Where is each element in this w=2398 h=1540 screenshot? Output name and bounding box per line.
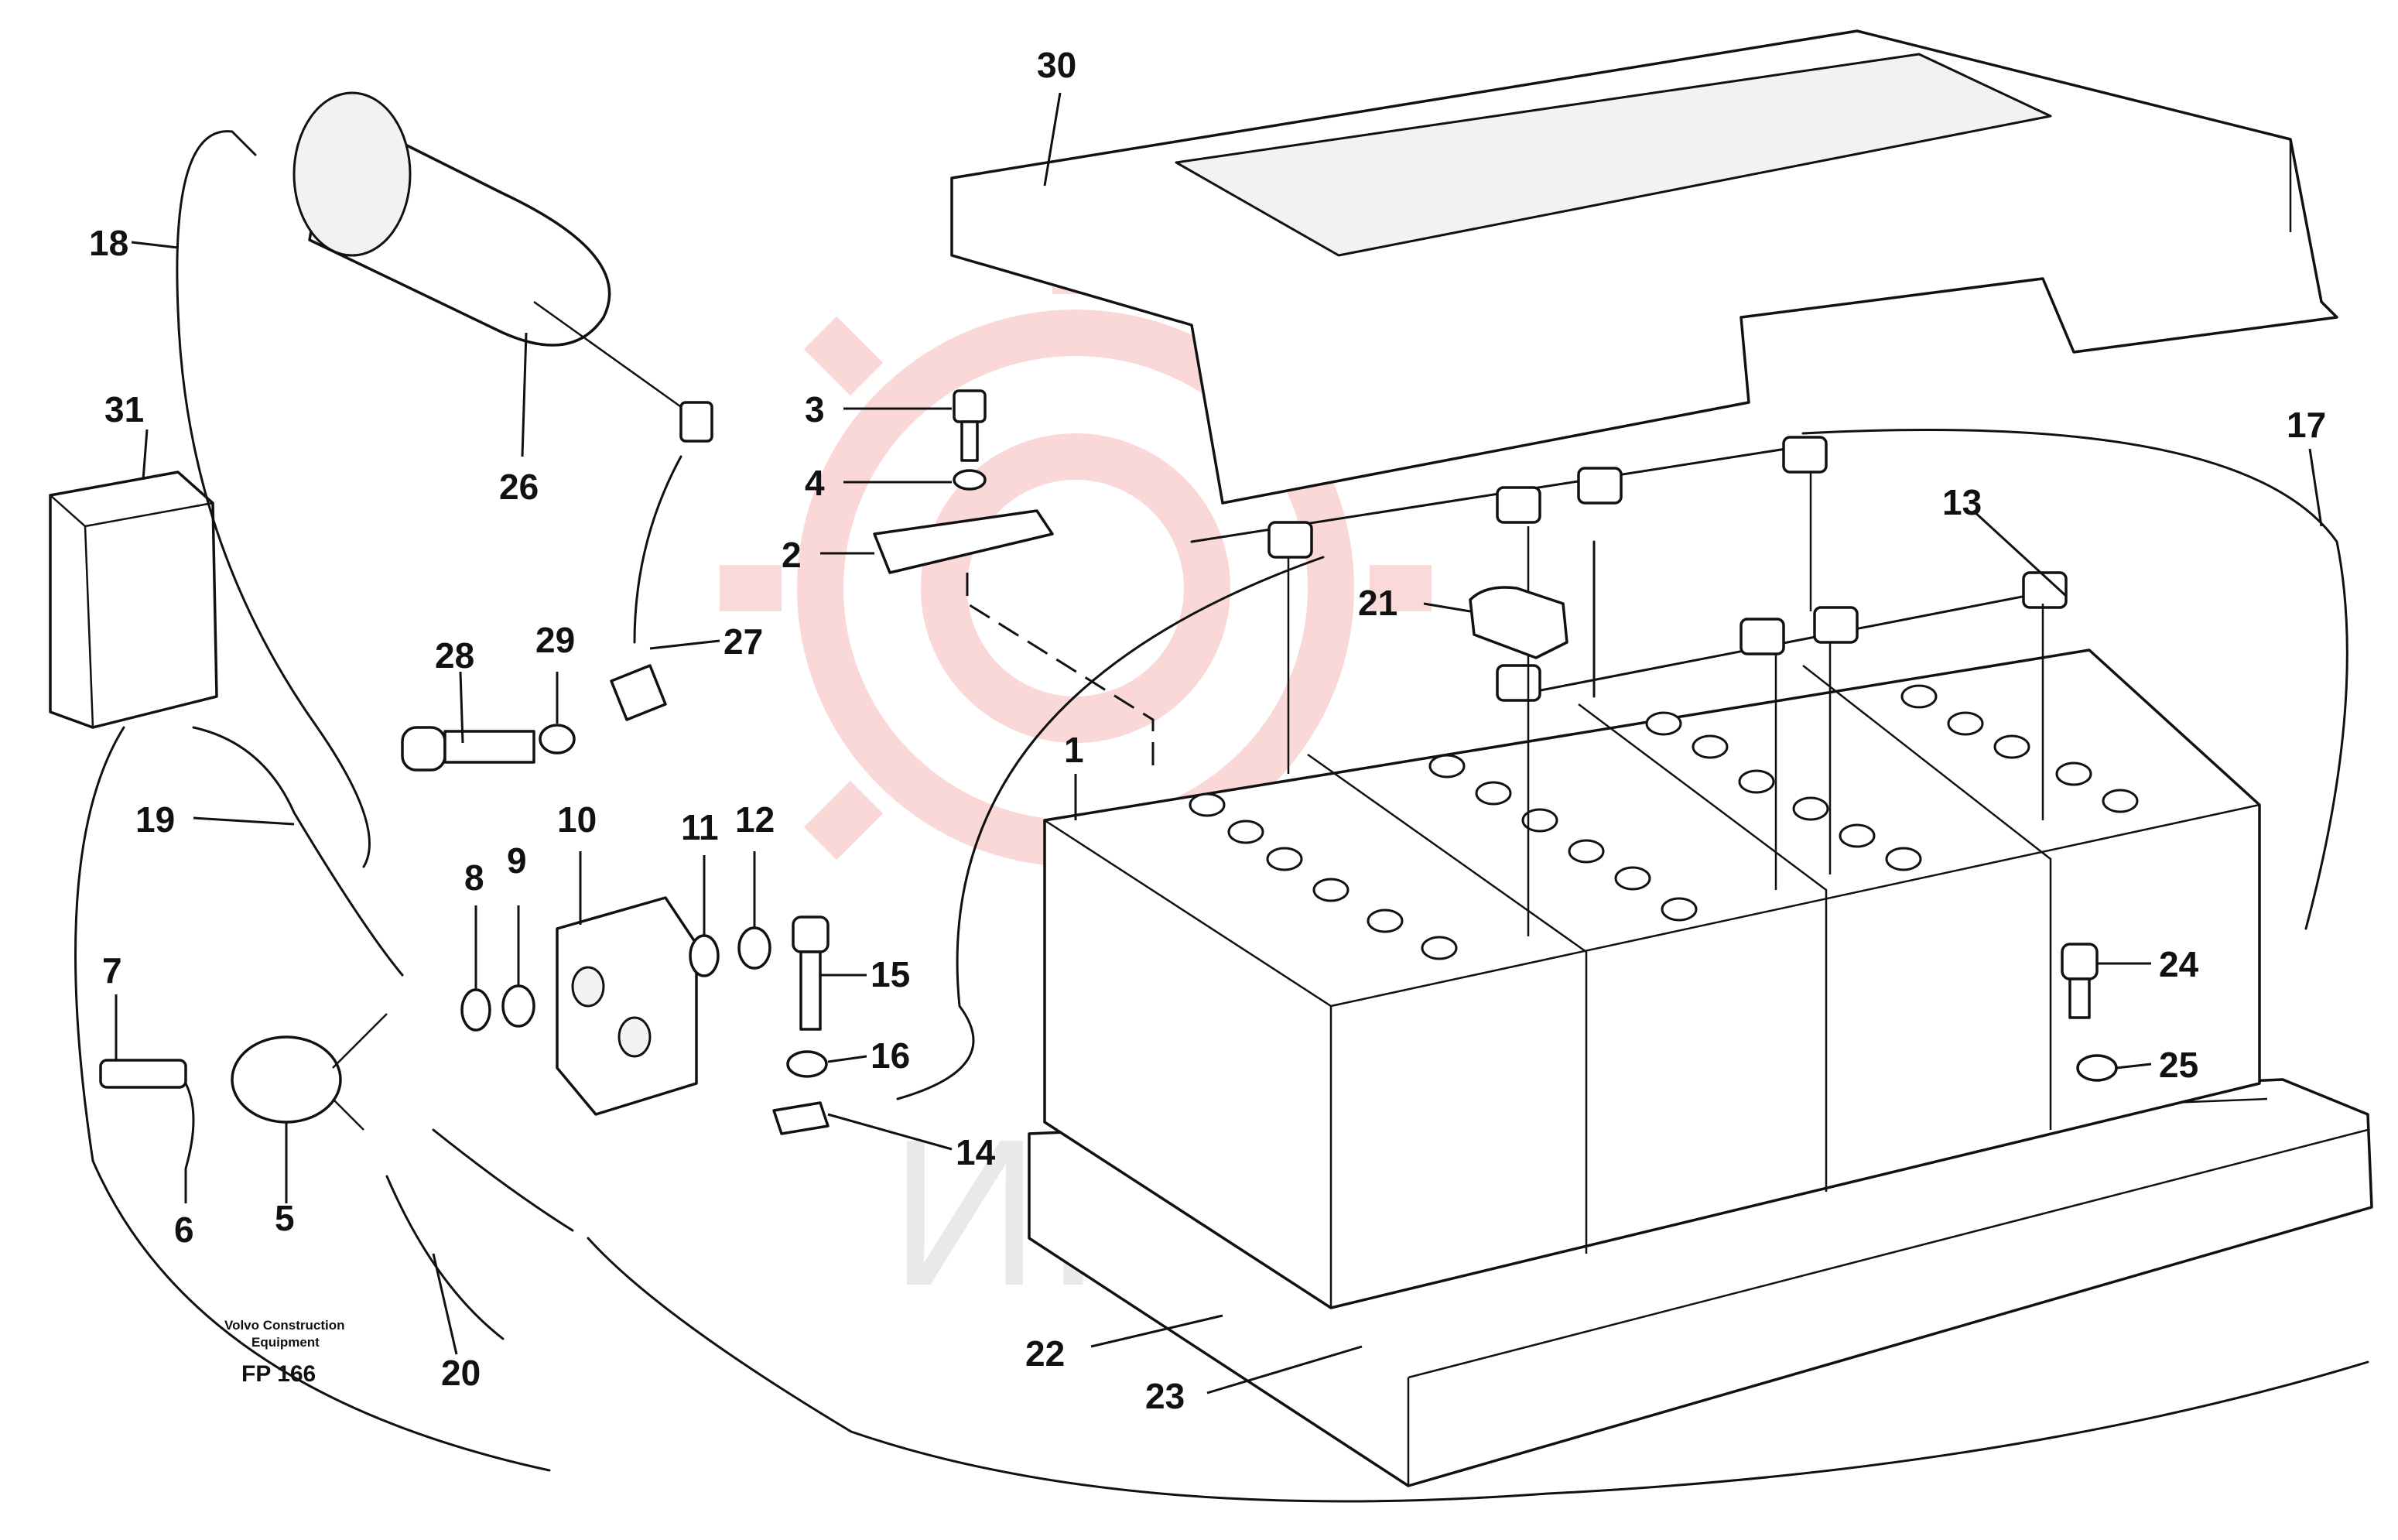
callout-13: 13 (1942, 482, 1982, 522)
callout-11: 11 (681, 807, 719, 847)
callout-8: 8 (464, 857, 484, 898)
hold-down-bracket (873, 389, 1155, 774)
callout-labels: 1 2 3 4 5 6 7 8 9 10 11 12 13 14 15 16 1… (89, 45, 2326, 1416)
callout-18: 18 (89, 223, 128, 263)
callout-1: 1 (1064, 730, 1084, 770)
battery-block (1043, 649, 2261, 1309)
callout-23: 23 (1145, 1376, 1185, 1416)
callout-21: 21 (1358, 583, 1397, 623)
callout-26: 26 (499, 467, 539, 507)
callout-22: 22 (1025, 1333, 1065, 1374)
cable-lugs (610, 664, 830, 1135)
callout-leaders (115, 92, 2323, 1395)
cables (74, 130, 2369, 1503)
maker-name-line-1: Volvo Construction (224, 1318, 345, 1333)
callout-20: 20 (441, 1353, 481, 1393)
callout-16: 16 (871, 1035, 910, 1076)
callout-9: 9 (507, 840, 527, 881)
terminal-clamps (1267, 436, 2068, 702)
callout-5: 5 (275, 1198, 295, 1238)
callout-17: 17 (2287, 405, 2326, 445)
battery-cell-caps (1189, 684, 2139, 960)
battery-box-cover (950, 29, 2338, 505)
callout-19: 19 (135, 799, 175, 840)
callout-3: 3 (805, 389, 825, 429)
callout-10: 10 (557, 799, 597, 840)
callout-12: 12 (735, 799, 775, 840)
callout-24: 24 (2159, 944, 2199, 984)
callout-6: 6 (174, 1210, 194, 1250)
callout-31: 31 (104, 389, 144, 429)
callout-2: 2 (782, 535, 802, 575)
starter-motor (292, 91, 713, 443)
callout-27: 27 (724, 621, 763, 662)
callout-30: 30 (1037, 45, 1076, 85)
control-box (49, 471, 218, 729)
fuse-holder (556, 896, 698, 1116)
callout-4: 4 (805, 463, 825, 503)
maker-name-line-2: Equipment (251, 1335, 320, 1350)
callout-15: 15 (871, 954, 910, 994)
callout-28: 28 (435, 635, 474, 676)
callout-7: 7 (102, 950, 122, 991)
callout-14: 14 (956, 1132, 996, 1172)
main-switch (99, 1013, 388, 1193)
figure-code: FP 166 (241, 1361, 316, 1387)
callout-29: 29 (535, 620, 575, 660)
terminal-cover (1469, 586, 1568, 659)
bolts (401, 726, 2099, 1031)
callout-25: 25 (2159, 1045, 2198, 1085)
battery-connector-bar (1190, 436, 2068, 936)
